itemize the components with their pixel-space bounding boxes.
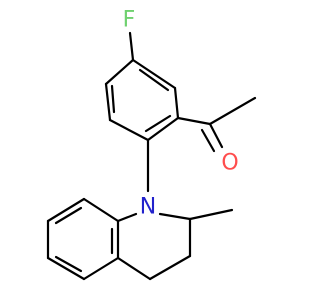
bond-c-o-double-b	[200, 128, 216, 153]
benzo-ring	[46, 197, 138, 281]
bond-n-c8a	[116, 212, 138, 223]
molecule-structure: F O N	[46, 7, 257, 281]
double-bond-inner	[54, 206, 83, 225]
double-bond-inner	[54, 255, 83, 273]
nitrogen-atom-label: N	[140, 195, 156, 220]
bond	[108, 118, 150, 142]
double-bond-inner	[144, 114, 172, 133]
bond-c2-methyl	[188, 208, 234, 221]
bond-c3-c4	[148, 254, 192, 281]
bond	[146, 116, 180, 142]
bond-carbonyl-methyl	[208, 96, 257, 126]
bond-c-o-double-a	[208, 122, 224, 149]
double-bond-inner	[110, 84, 116, 114]
bond	[46, 197, 86, 223]
fluorophenyl-ring	[104, 58, 180, 142]
bond	[104, 82, 112, 122]
bond	[104, 58, 135, 86]
bond-c-f	[128, 31, 135, 62]
bond	[131, 58, 177, 90]
bond	[46, 256, 86, 281]
bond-ring-carbonyl	[176, 116, 212, 126]
oxygen-atom-label: O	[221, 151, 238, 176]
acetyl-group	[176, 96, 257, 153]
tetrahydro-ring	[116, 208, 234, 281]
bond-n-c2	[158, 212, 192, 221]
bond	[82, 256, 120, 281]
bond	[173, 86, 180, 120]
bond-c4-c4a	[116, 256, 152, 281]
double-bond-inner	[138, 68, 170, 92]
bond	[82, 197, 120, 223]
fluorine-atom-label: F	[123, 8, 136, 33]
